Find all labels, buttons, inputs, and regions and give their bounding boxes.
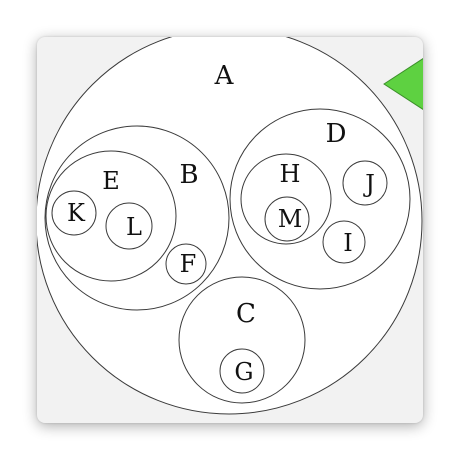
node-H-label: H: [280, 160, 301, 188]
node-E-label: E: [102, 167, 120, 195]
node-I-circle: [322, 220, 366, 264]
node-J-label: J: [362, 170, 375, 198]
node-A-label: A: [214, 61, 235, 91]
node-L-circle: [105, 202, 153, 250]
node-I[interactable]: I: [322, 220, 366, 264]
node-J-circle: [342, 160, 388, 206]
node-I-label: I: [343, 229, 352, 257]
node-G[interactable]: G: [219, 348, 265, 394]
node-L[interactable]: L: [105, 202, 153, 250]
node-M-circle: [264, 196, 310, 242]
pointer-triangle-icon[interactable]: [383, 58, 423, 110]
node-K[interactable]: K: [51, 190, 97, 236]
node-B-label: B: [179, 160, 198, 190]
node-F[interactable]: F: [165, 243, 207, 285]
node-M-label: M: [278, 205, 303, 233]
node-D-label: D: [326, 119, 347, 149]
node-F-circle: [165, 243, 207, 285]
node-C-circle: [178, 276, 306, 404]
node-C-label: C: [236, 299, 256, 329]
node-L-label: L: [126, 213, 142, 241]
node-G-label: G: [234, 358, 253, 386]
node-G-circle: [219, 348, 265, 394]
diagram-card: A B D C E F K: [37, 37, 423, 423]
node-J[interactable]: J: [342, 160, 388, 206]
circle-packing-diagram: A B D C E F K: [37, 37, 423, 415]
node-K-circle: [51, 190, 97, 236]
node-F-label: F: [180, 250, 197, 278]
node-K-label: K: [67, 199, 86, 227]
node-C[interactable]: C: [178, 276, 306, 404]
node-M[interactable]: M: [264, 196, 310, 242]
